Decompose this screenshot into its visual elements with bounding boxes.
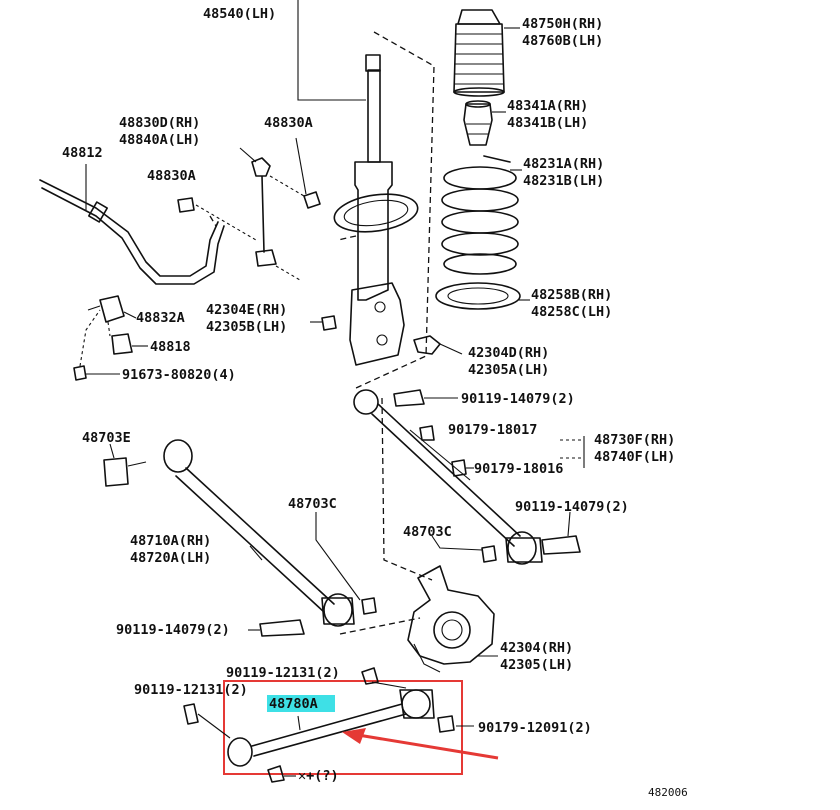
label-48750h: 48750H(RH) xyxy=(522,16,603,32)
bolt-90119-14079-a xyxy=(393,389,425,407)
nut-90179-12091 xyxy=(437,715,455,733)
bolt-91673 xyxy=(73,365,87,381)
leader-48830a-upper xyxy=(295,137,307,195)
label-90179-12091: 90179-12091(2) xyxy=(478,720,592,736)
bump-stopper xyxy=(463,100,493,146)
label-48703c-left: 48703C xyxy=(288,496,337,512)
bolt-90119-14079-c xyxy=(259,619,305,637)
nut-90179-18017 xyxy=(419,425,435,441)
shock-absorber xyxy=(333,31,435,389)
nut-48830a-upper xyxy=(303,191,321,209)
axle-carrier xyxy=(407,565,495,673)
label-48832a: 48832A xyxy=(136,310,185,326)
nut-48703c-left xyxy=(361,597,377,615)
bolt-bottom xyxy=(267,765,285,783)
label-48840a: 48840A(LH) xyxy=(119,132,200,148)
bolt-42304d xyxy=(413,335,441,355)
stabilizer-bar xyxy=(39,164,225,285)
bolt-48703e xyxy=(103,457,147,487)
nut-90179-18016 xyxy=(451,459,467,477)
label-48812: 48812 xyxy=(62,145,103,161)
label-90119-14079-a: 90119-14079(2) xyxy=(461,391,575,407)
label-bottom-bolt: ✕+(?) xyxy=(298,768,339,784)
label-42304d: 42304D(RH) xyxy=(468,345,549,361)
stabilizer-link xyxy=(251,157,271,253)
control-arm-48710a xyxy=(163,439,355,627)
label-48780a: 48780A xyxy=(269,696,318,712)
label-48341a: 48341A(RH) xyxy=(507,98,588,114)
label-48258c: 48258C(LH) xyxy=(531,304,612,320)
bolt-90119-14079-b xyxy=(541,535,581,555)
label-90119-14079-b: 90119-14079(2) xyxy=(515,499,629,515)
label-48760b: 48760B(LH) xyxy=(522,33,603,49)
control-arm-48780a xyxy=(227,689,435,767)
label-48830d: 48830D(RH) xyxy=(119,115,200,131)
bushing-bracket xyxy=(87,295,137,355)
label-48720a: 48720A(LH) xyxy=(130,550,211,566)
pointer-arrow xyxy=(342,728,499,760)
label-48818: 48818 xyxy=(150,339,191,355)
nut-48830a-lower xyxy=(177,197,195,213)
leader-48540 xyxy=(297,0,366,101)
label-42304: 42304(RH) xyxy=(500,640,573,656)
label-48231b: 48231B(LH) xyxy=(523,173,604,189)
label-42304e: 42304E(RH) xyxy=(206,302,287,318)
dust-boot xyxy=(453,9,505,97)
control-arm-48730f xyxy=(353,389,543,565)
bolt-90119-12131-top xyxy=(361,667,379,685)
label-48740f: 48740F(LH) xyxy=(594,449,675,465)
part-highlight xyxy=(267,695,335,712)
coil-spring xyxy=(441,155,519,275)
label-90119-12131-left: 90119-12131(2) xyxy=(134,682,248,698)
label-48730f: 48730F(RH) xyxy=(594,432,675,448)
label-90119-14079-c: 90119-14079(2) xyxy=(116,622,230,638)
spring-insulator xyxy=(435,282,521,310)
label-48830a-upper: 48830A xyxy=(264,115,313,131)
label-48258b: 48258B(RH) xyxy=(531,287,612,303)
label-90119-12131-top: 90119-12131(2) xyxy=(226,665,340,681)
callout-box xyxy=(223,680,463,775)
leader-48830d xyxy=(239,147,257,163)
bolt-42304e xyxy=(321,315,337,331)
label-48703e: 48703E xyxy=(82,430,131,446)
label-42305b: 42305B(LH) xyxy=(206,319,287,335)
label-42305: 42305(LH) xyxy=(500,657,573,673)
diagram-id: 482006 xyxy=(648,786,688,799)
nut-48703c-right xyxy=(481,545,497,563)
bolt-90119-12131-left xyxy=(183,703,199,725)
label-48830a-lower: 48830A xyxy=(147,168,196,184)
label-90179-18016: 90179-18016 xyxy=(474,461,563,477)
label-48703c-right: 48703C xyxy=(403,524,452,540)
label-90179-18017: 90179-18017 xyxy=(448,422,537,438)
label-48231a: 48231A(RH) xyxy=(523,156,604,172)
label-48540: 48540(LH) xyxy=(203,6,276,22)
label-48341b: 48341B(LH) xyxy=(507,115,588,131)
stabilizer-link-lower xyxy=(255,249,277,267)
label-48710a: 48710A(RH) xyxy=(130,533,211,549)
label-42305a: 42305A(LH) xyxy=(468,362,549,378)
label-91673: 91673-80820(4) xyxy=(122,367,236,383)
